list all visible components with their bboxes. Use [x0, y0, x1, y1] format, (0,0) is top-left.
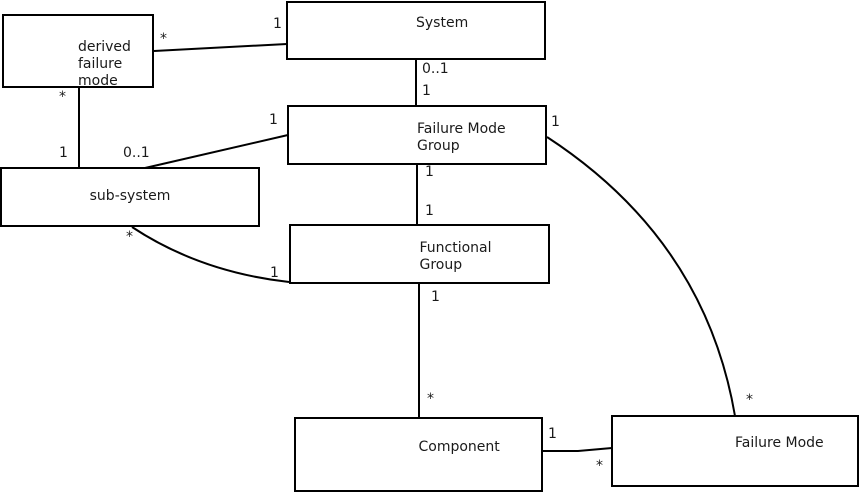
multiplicity-fmg-fg-at-fmg: 1 — [425, 164, 434, 180]
multiplicity-fg-component-at-component: * — [427, 391, 434, 407]
multiplicity-dfm-system-at-system: 1 — [273, 16, 282, 32]
class-label-functional-group: Functional Group — [419, 240, 492, 273]
association-line-derived-failure-mode-system — [153, 43, 288, 52]
class-box-functional-group: Functional Group — [289, 224, 550, 284]
class-label-derived-failure-mode: derived failure mode — [78, 39, 131, 89]
multiplicity-dfm-system-at-dfm: * — [160, 31, 167, 47]
class-label-sub-system: sub-system — [89, 188, 171, 204]
multiplicity-fmg-fm-at-fm: * — [746, 392, 753, 408]
class-box-system: System — [286, 1, 546, 60]
multiplicity-subsystem-fmg-at-fmg: 1 — [269, 112, 278, 128]
class-label-failure-mode: Failure Mode — [735, 435, 824, 451]
multiplicity-system-fmg-at-system: 0..1 — [422, 61, 449, 77]
class-label-failure-mode-group: Failure Mode Group — [417, 121, 506, 154]
multiplicity-system-fmg-at-fmg: 1 — [422, 83, 431, 99]
multiplicity-component-fm-at-component: 1 — [548, 426, 557, 442]
class-box-sub-system: sub-system — [0, 167, 260, 227]
class-box-component: Component — [294, 417, 543, 492]
class-box-failure-mode-group: Failure Mode Group — [287, 105, 547, 165]
multiplicity-fmg-fm-at-fmg: 1 — [551, 114, 560, 130]
multiplicity-fmg-fg-at-fg: 1 — [425, 203, 434, 219]
multiplicity-dfm-subsystem-at-subsystem: 1 — [59, 145, 68, 161]
class-label-system: System — [416, 14, 469, 31]
association-line-sub-system-functional-group — [131, 226, 290, 283]
multiplicity-subsystem-fmg-at-subsystem: 0..1 — [123, 145, 150, 161]
association-line-failure-mode-group-failure-mode — [546, 136, 736, 417]
multiplicity-subsystem-fg-at-fg: 1 — [270, 265, 279, 281]
class-box-failure-mode: Failure Mode — [611, 415, 859, 487]
multiplicity-dfm-subsystem-at-dfm: * — [59, 89, 66, 105]
multiplicity-component-fm-at-fm: * — [596, 458, 603, 474]
multiplicity-subsystem-fg-at-subsystem: * — [126, 229, 133, 245]
association-line-component-failure-mode — [542, 447, 613, 452]
class-box-derived-failure-mode: derived failure mode — [2, 14, 154, 89]
multiplicity-fg-component-at-fg: 1 — [431, 289, 440, 305]
association-line-sub-system-failure-mode-group — [144, 134, 289, 169]
class-label-component: Component — [418, 438, 500, 455]
